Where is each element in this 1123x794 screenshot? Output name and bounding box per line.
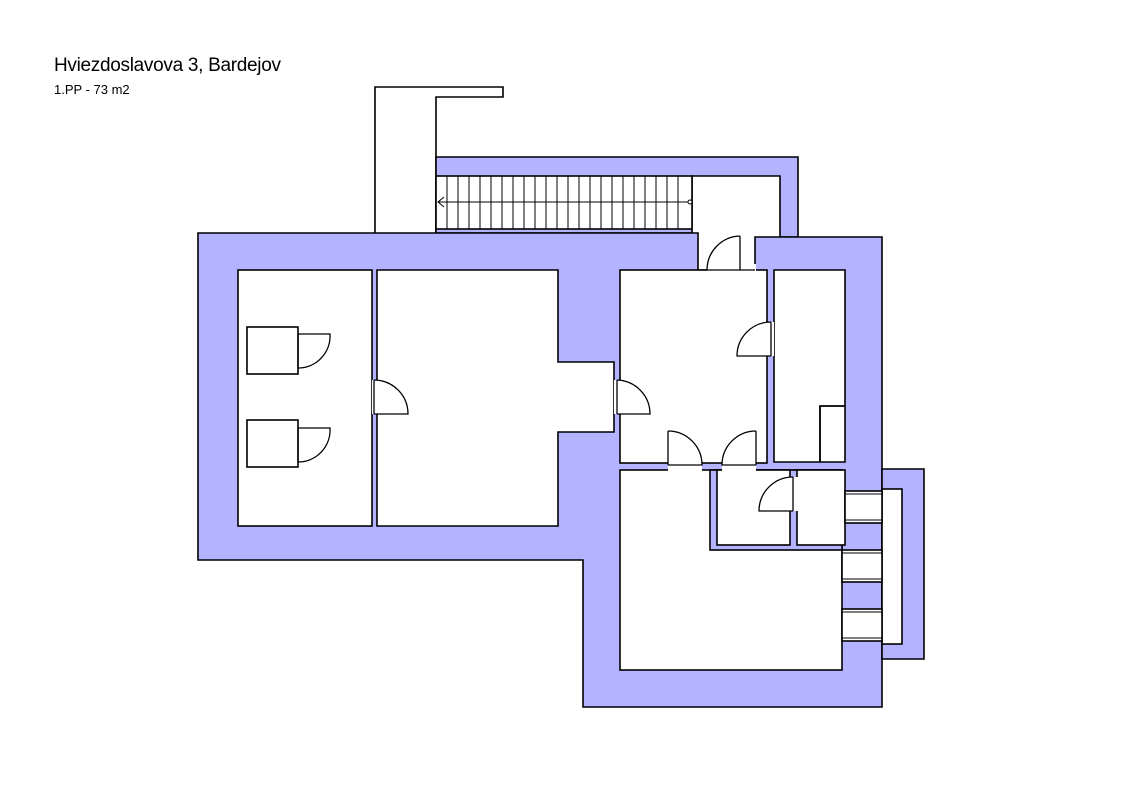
door-hall-to-lower-left	[667, 430, 703, 471]
store-notch	[819, 405, 845, 462]
cell-box-lower	[246, 419, 299, 468]
plan-title: Hviezdoslavova 3, Bardejov	[54, 55, 281, 76]
door-stair-to-hall	[706, 235, 756, 272]
room-main-cellar	[376, 269, 615, 527]
door-cell-upper	[297, 333, 331, 369]
door-hall-to-lower-right	[721, 430, 757, 471]
room-narrow-store	[773, 269, 846, 463]
door-main-to-hall	[614, 379, 651, 415]
window-openings	[841, 490, 883, 642]
room-hall	[619, 269, 768, 464]
door-left-to-main	[372, 379, 409, 415]
entry-shaft-outline	[374, 86, 504, 233]
room-left-cells	[237, 269, 373, 527]
stair-direction-arrow	[437, 196, 693, 208]
annex-inner	[881, 488, 903, 645]
door-small-rooms	[758, 476, 798, 512]
room-small-a	[716, 469, 791, 546]
cell-box-upper	[246, 326, 299, 375]
door-cell-lower	[297, 427, 331, 463]
room-small-b	[796, 469, 846, 546]
door-hall-to-store	[736, 321, 774, 357]
plan-subtitle: 1.PP - 73 m2	[54, 82, 130, 97]
